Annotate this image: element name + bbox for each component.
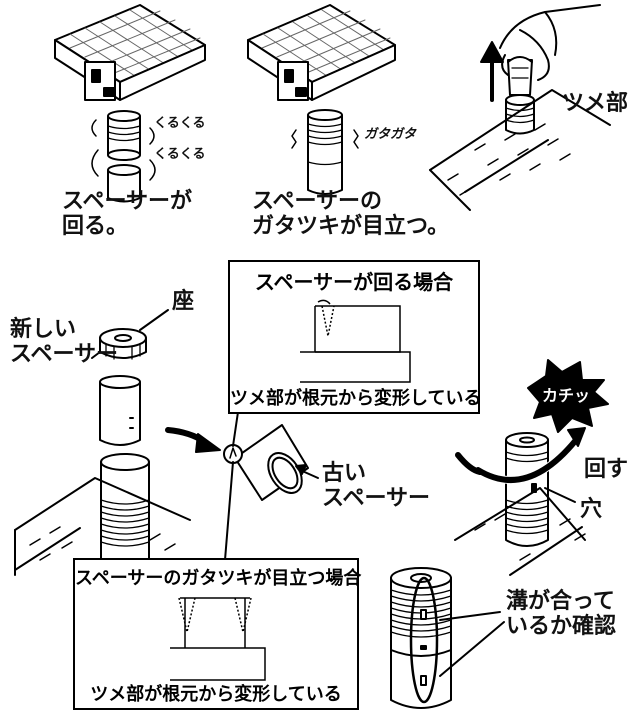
inset-spinning-box: スペーサーが回る場合 ツメ部が根元から変形している — [228, 260, 482, 414]
caption-rattling-line-1: スペーサーの — [252, 188, 383, 213]
new-spacer-pointer — [91, 351, 101, 359]
caption-rattling-line-2: ガタツキが目立つ。 — [252, 213, 450, 239]
caption-spinning: スペーサーが 回る。 — [62, 188, 192, 239]
hole-label: 穴 — [580, 496, 603, 521]
inset-spinning-claw-diagram — [300, 299, 411, 383]
new-spacer-label-line-1: 新しい — [10, 316, 77, 341]
sound-spin-1: くるくる — [154, 115, 206, 130]
old-spacer-label: 古い スペーサー — [322, 460, 430, 511]
seat-label: 座 — [172, 288, 195, 313]
old-spacer-label-line-2: スペーサー — [322, 485, 431, 511]
inset-spinning-caption: ツメ部が根元から変形している — [230, 388, 482, 408]
rotate-label: 回す — [584, 456, 629, 481]
panel-pull-spacer-illustration — [429, 4, 611, 211]
install-scene-illustration — [454, 427, 586, 576]
seat-pointer — [139, 309, 169, 331]
groove-pointer-1 — [439, 611, 501, 621]
caption-spinning-line-1: スペーサーが — [62, 188, 193, 213]
caption-spinning-line-2: 回る。 — [62, 213, 129, 239]
panel-rattling-spacer-illustration — [247, 4, 396, 195]
old-spacer-pointer-head — [295, 464, 307, 475]
caption-rattling: スペーサーの ガタツキが目立つ。 — [252, 188, 449, 239]
new-spacer-label-line-2: スペーサー — [10, 341, 119, 367]
old-spacer-label-line-1: 古い — [322, 460, 367, 485]
panel-spinning-spacer-illustration — [54, 4, 206, 203]
inset-rattling-caption: ツメ部が根元から変形している — [90, 684, 342, 704]
inset-rattling-claw-diagram — [170, 597, 266, 681]
groove-check-label-line-2: いるか確認 — [506, 613, 617, 639]
new-spacer-label: 新しい スペーサー — [10, 316, 118, 367]
groove-check-label-line-1: 溝が合って — [506, 588, 615, 613]
seat-cap-illustration — [99, 328, 147, 360]
inset-rattling-title: スペーサーのガタツキが目立つ場合 — [75, 568, 362, 588]
groove-pointer-2 — [439, 621, 505, 677]
hole-pointer — [544, 487, 576, 503]
groove-check-spacer-illustration — [390, 567, 452, 709]
sound-rattle: ガタガタ — [364, 126, 417, 141]
removal-arrow-head — [195, 433, 221, 453]
base-with-spacer-illustration — [14, 453, 191, 576]
old-spacer-illustration — [223, 424, 309, 501]
new-spacer-illustration — [99, 375, 141, 446]
callout-line-top — [232, 411, 239, 447]
claw-label: ツメ部 — [562, 90, 629, 115]
inset-spinning-title: スペーサーが回る場合 — [254, 272, 454, 294]
sound-spin-2: くるくる — [154, 146, 206, 161]
callout-line-bottom — [224, 461, 234, 561]
click-burst-shape — [527, 359, 609, 433]
click-sound-label: カチッ — [542, 388, 591, 405]
groove-check-label: 溝が合って いるか確認 — [506, 588, 616, 639]
inset-rattling-box: スペーサーのガタツキが目立つ場合 ツメ部が根元から変形している — [73, 558, 362, 710]
